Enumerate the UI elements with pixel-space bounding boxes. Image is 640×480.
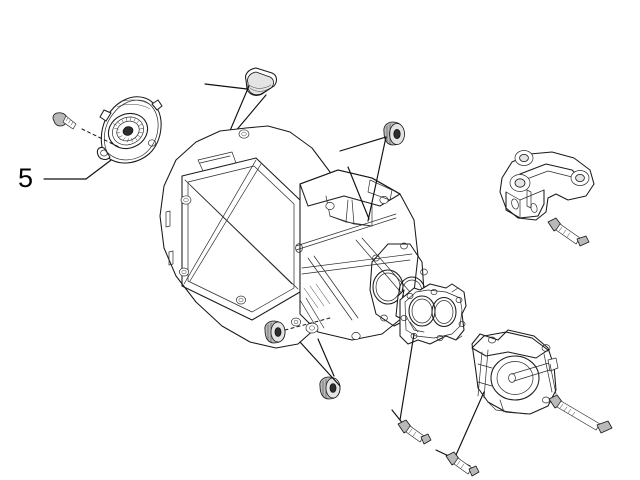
gearbox-main-casing[interactable] — [159, 125, 428, 349]
mounting-bracket[interactable] — [499, 150, 595, 221]
bushing-lower-right[interactable] — [319, 376, 341, 400]
bracket-bolt[interactable] — [547, 217, 590, 247]
speedometer-drive-assembly[interactable] — [96, 96, 163, 164]
cover-bolt-long-right[interactable] — [548, 394, 613, 434]
bushing-upper-right[interactable] — [383, 121, 405, 146]
speedo-retaining-bolt[interactable] — [52, 112, 120, 148]
bushing-lower-right-leaders — [299, 338, 341, 387]
bushing-upper-right-leaders — [339, 136, 387, 222]
bellhousing-breather-cap[interactable] — [245, 67, 277, 96]
callout-5-label: 5 — [18, 163, 33, 193]
bushing-lower-left[interactable] — [264, 317, 331, 344]
intermediate-plate[interactable] — [395, 283, 467, 345]
cover-bolt-left[interactable] — [391, 333, 432, 445]
rear-end-cover[interactable] — [471, 329, 559, 415]
cover-bolt-center[interactable] — [435, 391, 485, 477]
